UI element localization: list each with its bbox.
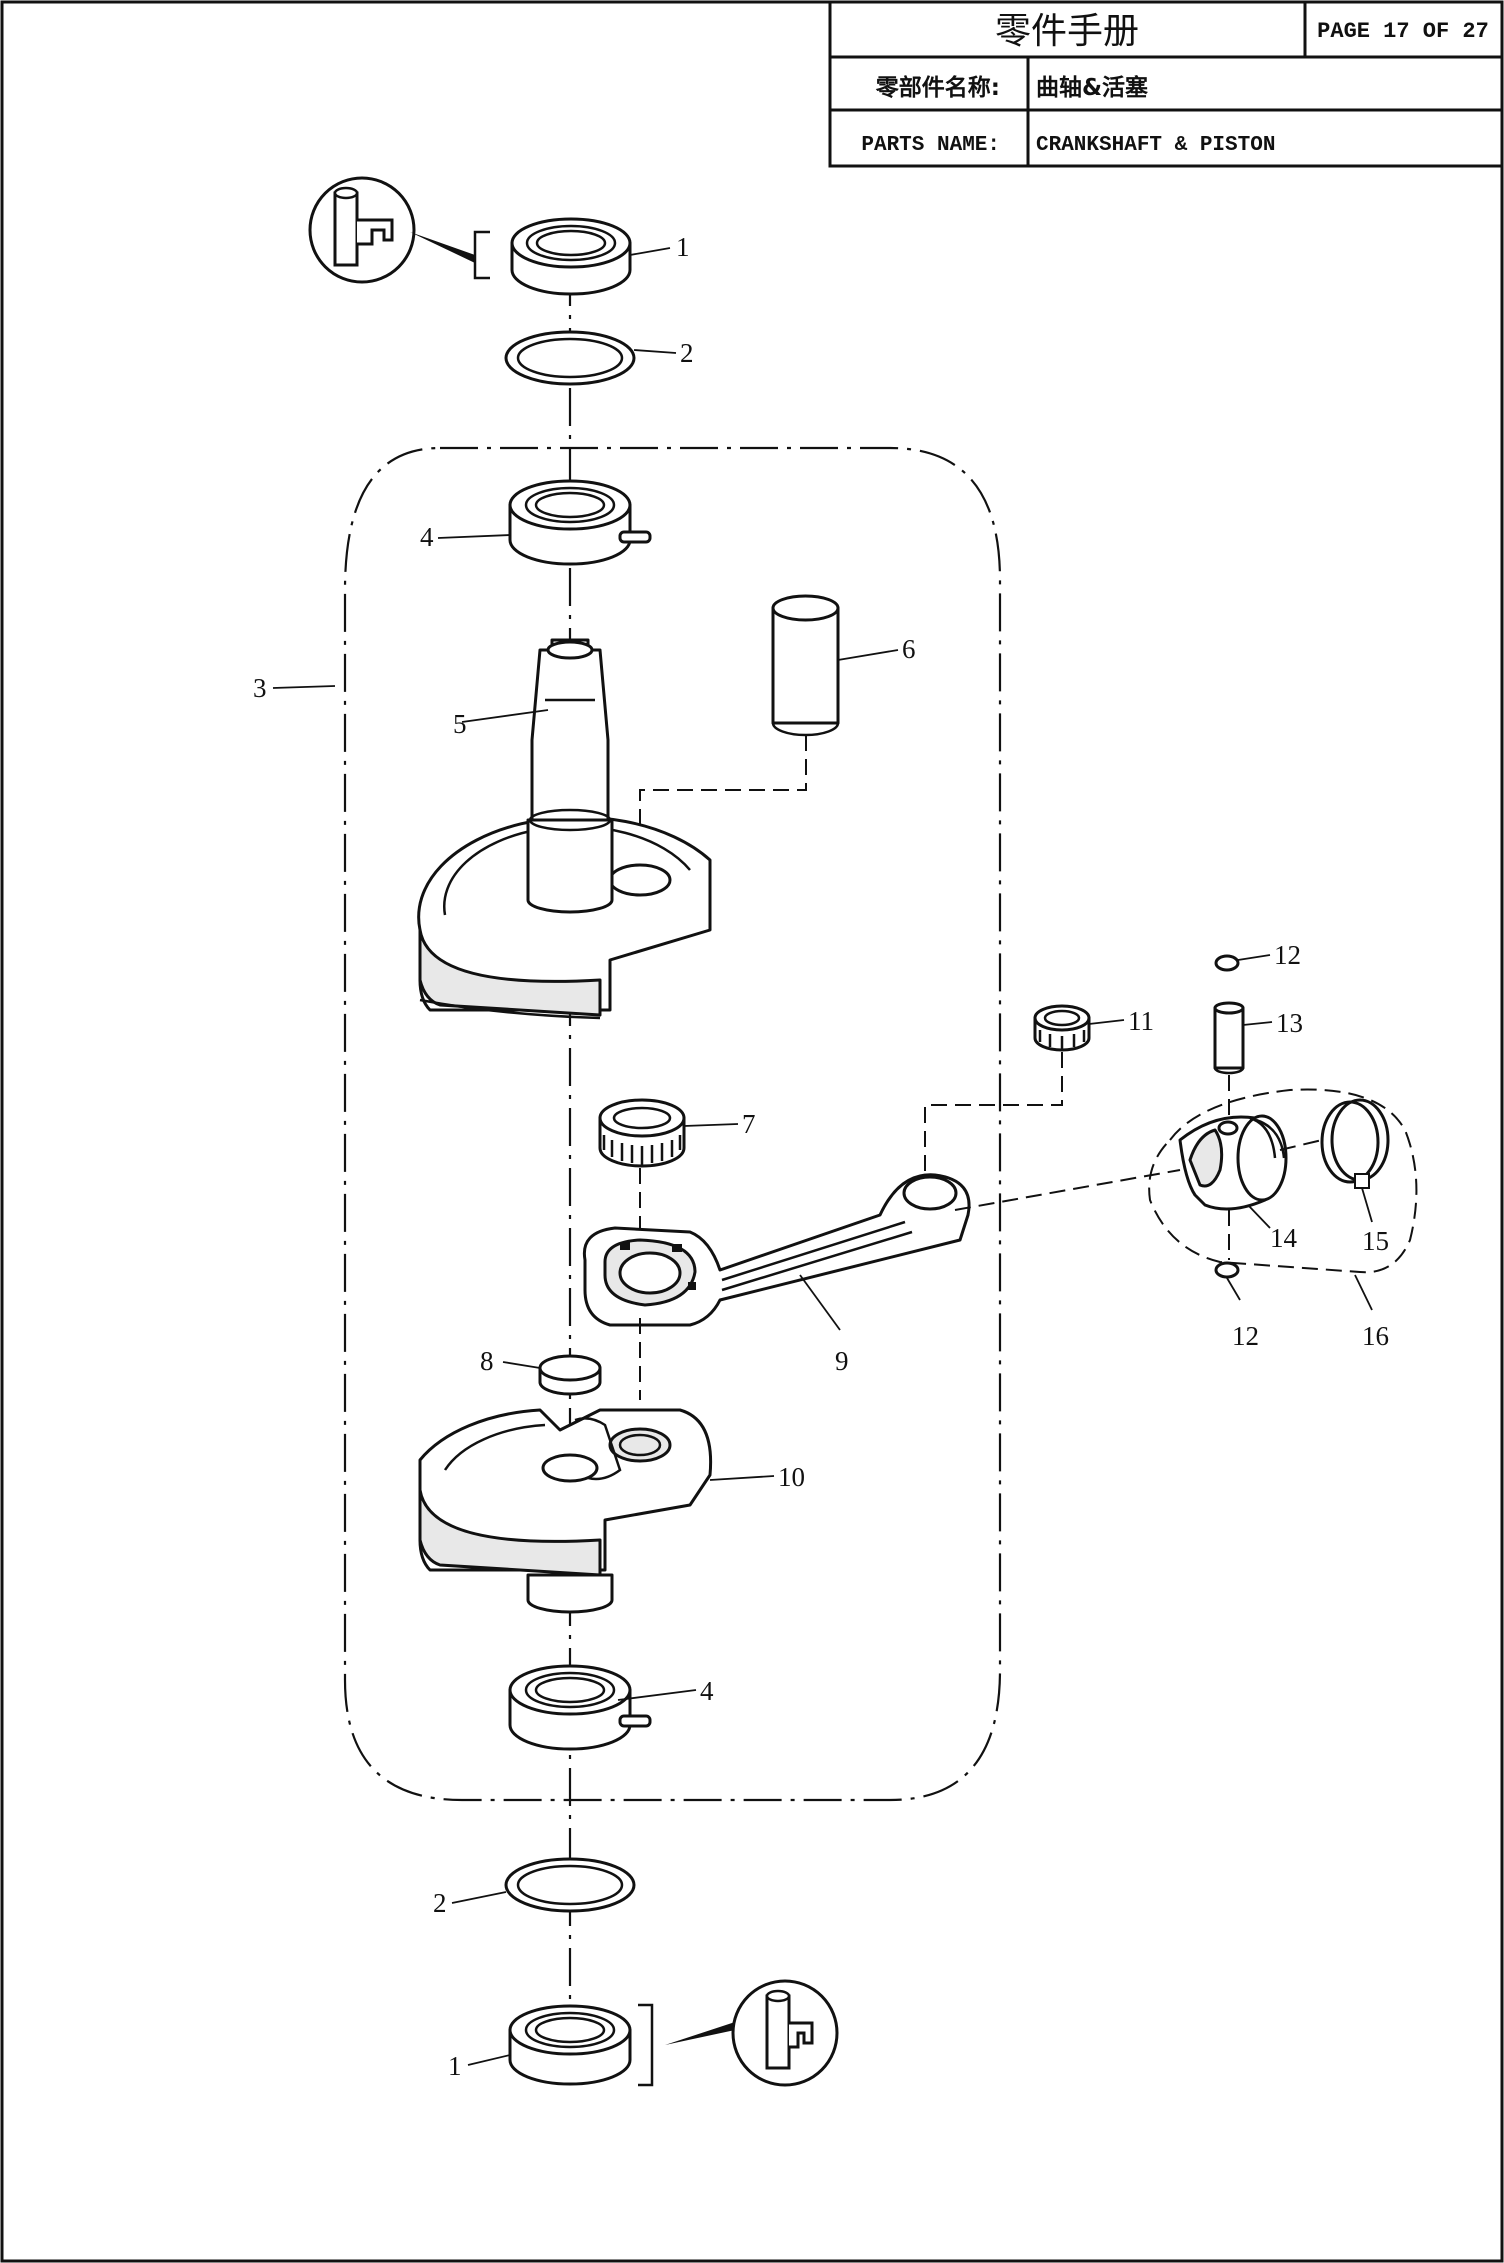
callout-7: 7 bbox=[742, 1109, 756, 1139]
part-9-connecting-rod bbox=[582, 1173, 971, 1327]
part-12-circlip-top bbox=[1214, 954, 1240, 972]
callout-12-bottom: 12 bbox=[1232, 1321, 1259, 1351]
title-cn: 零件手册 bbox=[995, 11, 1139, 52]
callout-15: 15 bbox=[1362, 1226, 1389, 1256]
part-7-needle-bearing bbox=[598, 1098, 686, 1168]
callout-13: 13 bbox=[1276, 1008, 1303, 1038]
part-15-piston-rings bbox=[1320, 1098, 1390, 1189]
part-2-ring-top bbox=[504, 330, 636, 386]
piston-group-boundary bbox=[1148, 1088, 1418, 1274]
callout-1-top: 1 bbox=[676, 232, 690, 262]
parts-name-en: CRANKSHAFT & PISTON bbox=[1036, 134, 1275, 157]
press-fit-icon bbox=[665, 1979, 839, 2087]
press-fit-icon bbox=[308, 176, 475, 284]
callout-4-bottom: 4 bbox=[700, 1676, 714, 1706]
callout-1-bottom: 1 bbox=[448, 2051, 462, 2081]
callout-3: 3 bbox=[253, 673, 267, 703]
part-14-piston bbox=[1178, 1114, 1288, 1211]
part-4-bearing-top bbox=[508, 479, 652, 566]
part-1-bearing-bottom bbox=[508, 2004, 632, 2086]
callout-14: 14 bbox=[1270, 1223, 1298, 1253]
part-8-pin bbox=[538, 1354, 602, 1396]
title-block: 零件手册 PAGE 17 OF 27 零部件名称: 曲轴&活塞 PARTS NA… bbox=[828, 0, 1504, 168]
label-en: PARTS NAME: bbox=[861, 134, 1000, 157]
part-5-crankshaft-upper bbox=[417, 638, 712, 1020]
part-6-crank-pin bbox=[771, 594, 840, 737]
part-4-bearing-bottom bbox=[508, 1664, 652, 1751]
part-10-crankshaft-lower bbox=[418, 1408, 713, 1614]
parts-name-cn: 曲轴&活塞 bbox=[1036, 74, 1148, 101]
crankshaft-assembly-boundary bbox=[343, 446, 1002, 1802]
part-11-needle-bearing bbox=[1033, 1004, 1091, 1052]
part-1-bearing-top bbox=[510, 217, 632, 296]
part-12-circlip-bottom bbox=[1214, 1261, 1240, 1279]
callout-16: 16 bbox=[1362, 1321, 1389, 1351]
callout-10: 10 bbox=[778, 1462, 805, 1492]
part-13-piston-pin bbox=[1213, 1001, 1245, 1075]
callout-5: 5 bbox=[453, 709, 467, 739]
callout-4-top: 4 bbox=[420, 522, 434, 552]
callout-8: 8 bbox=[480, 1346, 494, 1376]
callout-2-top: 2 bbox=[680, 338, 694, 368]
callout-9: 9 bbox=[835, 1346, 849, 1376]
label-cn: 零部件名称: bbox=[875, 74, 1000, 101]
page-number: PAGE 17 OF 27 bbox=[1317, 19, 1489, 44]
callout-12-top: 12 bbox=[1274, 940, 1301, 970]
callout-11: 11 bbox=[1128, 1006, 1154, 1036]
callout-2-bottom: 2 bbox=[433, 1888, 447, 1918]
callout-6: 6 bbox=[902, 634, 916, 664]
part-2-ring-bottom bbox=[504, 1857, 636, 1913]
